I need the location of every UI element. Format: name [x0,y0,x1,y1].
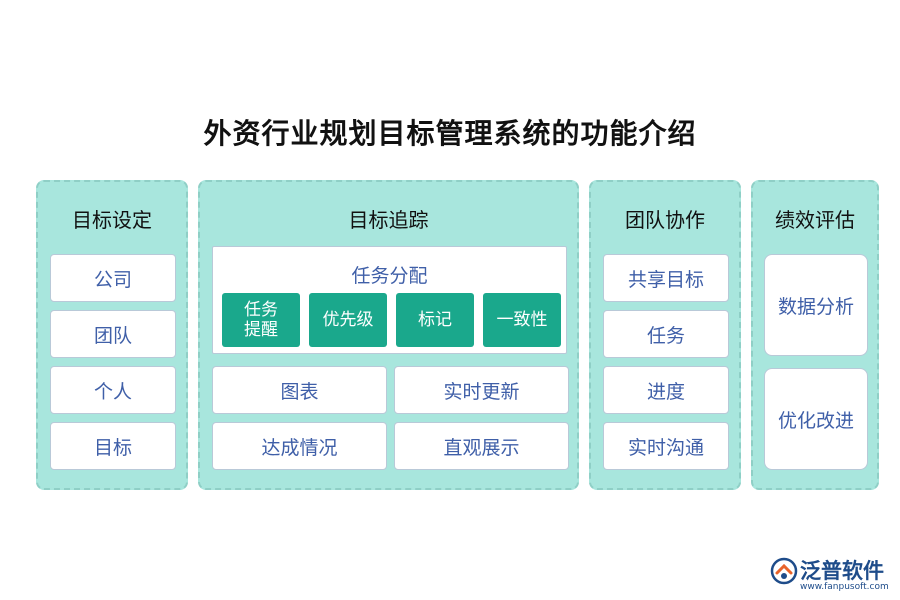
item-optimization: 优化改进 [764,368,868,470]
chip-priority: 优先级 [309,293,387,347]
panel-title-performance: 绩效评估 [775,208,855,232]
panel-goal-tracking: 目标追踪 任务分配 任务提醒 优先级 标记 一致性 图表 实时更新 达成情况 直… [198,180,579,490]
item-chart: 图表 [212,366,387,414]
panel-performance: 绩效评估 数据分析 优化改进 [751,180,879,490]
panel-title-goal-setting: 目标设定 [72,208,152,232]
fanpu-logo-icon [770,557,798,585]
task-assignment-box: 任务分配 任务提醒 优先级 标记 一致性 [212,246,567,354]
task-assignment-title: 任务分配 [351,265,428,287]
item-company: 公司 [50,254,176,302]
chip-task-reminder-label: 任务提醒 [244,299,278,340]
item-goal: 目标 [50,422,176,470]
item-achievement: 达成情况 [212,422,387,470]
item-individual: 个人 [50,366,176,414]
item-realtime-comm: 实时沟通 [603,422,729,470]
panel-team-collab: 团队协作 共享目标 任务 进度 实时沟通 [589,180,741,490]
item-visual-display: 直观展示 [394,422,569,470]
panel-title-goal-tracking: 目标追踪 [348,208,429,232]
item-shared-goals: 共享目标 [603,254,729,302]
panel-goal-setting: 目标设定 公司 团队 个人 目标 [36,180,188,490]
item-realtime-update: 实时更新 [394,366,569,414]
item-team: 团队 [50,310,176,358]
panel-title-team-collab: 团队协作 [625,208,705,232]
chip-mark: 标记 [396,293,474,347]
page-title: 外资行业规划目标管理系统的功能介绍 [203,117,697,150]
logo-name: 泛普软件 [800,559,884,583]
chip-mark-label: 标记 [418,309,452,330]
item-data-analysis: 数据分析 [764,254,868,356]
chip-task-reminder: 任务提醒 [222,293,300,347]
chip-consistency: 一致性 [483,293,561,347]
chip-consistency-label: 一致性 [496,309,548,330]
logo-url: www.fanpusoft.com [800,582,889,592]
item-progress: 进度 [603,366,729,414]
item-task: 任务 [603,310,729,358]
chip-priority-label: 优先级 [322,309,374,330]
brand-logo: 泛普软件 www.fanpusoft.com [770,555,895,595]
